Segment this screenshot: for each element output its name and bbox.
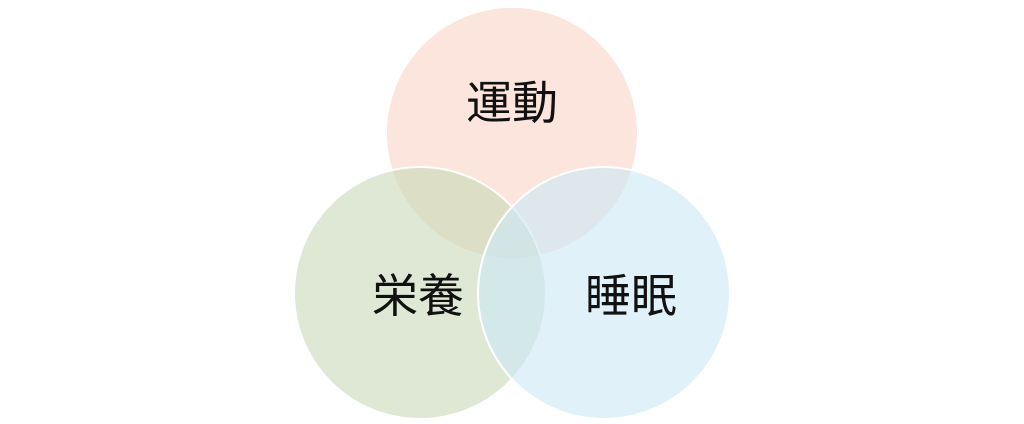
label-sleep: 睡眠: [585, 269, 677, 323]
label-exercise: 運動: [466, 76, 558, 130]
label-nutrition: 栄養: [372, 269, 464, 323]
circle-sleep: [477, 166, 731, 420]
